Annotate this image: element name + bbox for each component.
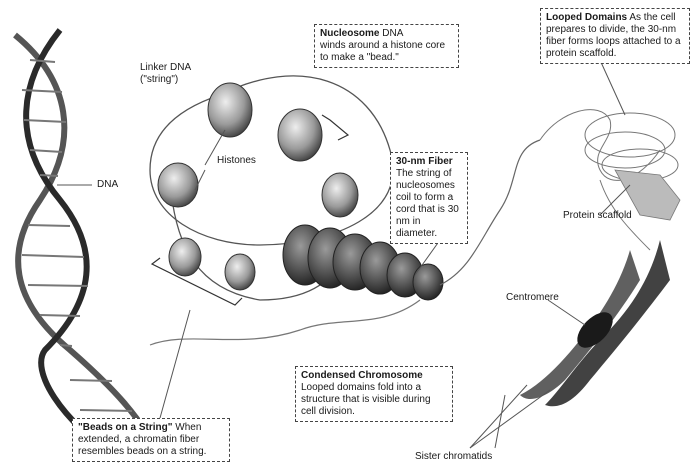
condensed-chromosome	[520, 240, 670, 406]
linker-dna-label: Linker DNA ("string")	[140, 62, 191, 86]
centromere-label: Centromere	[506, 292, 559, 304]
looped-title: Looped Domains	[546, 12, 627, 23]
dna-double-helix	[15, 30, 160, 460]
beads-title: "Beads on a String"	[78, 422, 173, 433]
condensed-chromosome-callout: Condensed Chromosome Looped domains fold…	[295, 366, 453, 422]
condensed-title: Condensed Chromosome	[301, 370, 447, 382]
extended-chromatin-strand	[150, 300, 420, 345]
nucleosome-callout: Nucleosome DNA winds around a histone co…	[314, 24, 459, 68]
nucleosome-bracket	[322, 115, 348, 140]
fiber-callout: 30-nm Fiber The string of nucleosomes co…	[390, 152, 468, 244]
looped-domains-callout: Looped Domains As the cell prepares to d…	[540, 8, 690, 64]
nucleosome-text: winds around a histone core to make a "b…	[320, 40, 453, 64]
linker-dna-label-line2: ("string")	[140, 74, 191, 86]
sister-chromatids-label: Sister chromatids	[415, 451, 492, 463]
condensed-text: Looped domains fold into a structure tha…	[301, 382, 431, 417]
dna-label: DNA	[97, 179, 118, 191]
fiber-text: The string of nucleosomes coil to form a…	[396, 168, 459, 239]
histones-label: Histones	[217, 155, 256, 167]
nucleosome-title-inline: DNA	[382, 28, 403, 39]
beads-on-string-callout: "Beads on a String" When extended, a chr…	[72, 418, 230, 462]
nucleosome-title: Nucleosome	[320, 28, 379, 39]
linker-dna-label-line1: Linker DNA	[140, 62, 191, 74]
fiber-title: 30-nm Fiber	[396, 156, 462, 168]
protein-scaffold-label: Protein scaffold	[563, 210, 632, 222]
